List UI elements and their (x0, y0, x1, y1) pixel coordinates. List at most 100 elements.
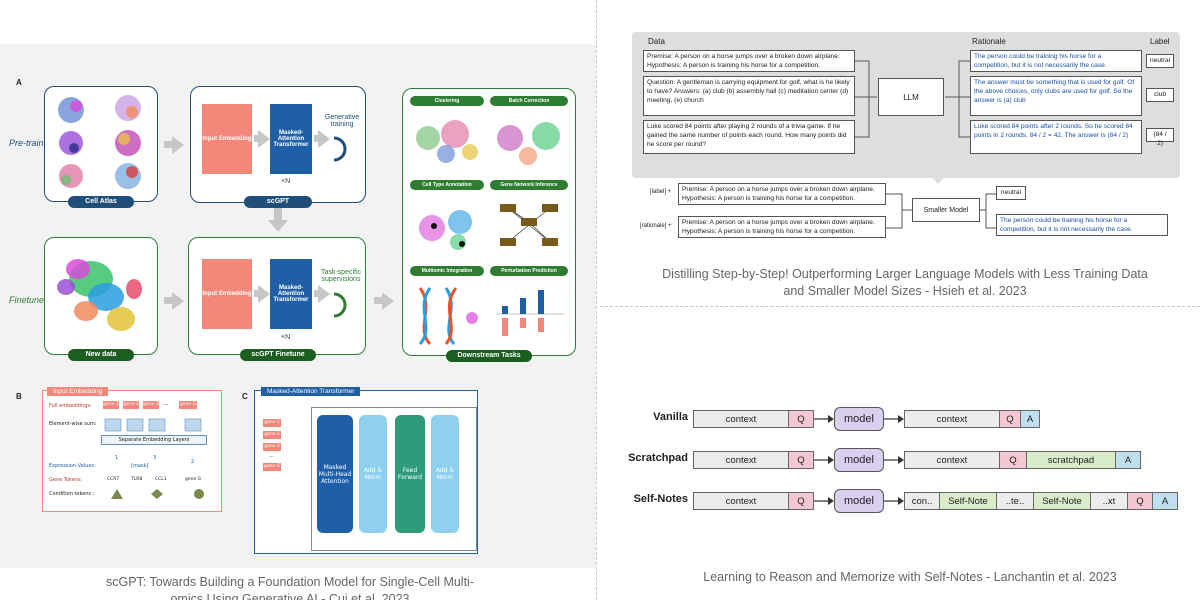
ds-out-label: neutral (996, 186, 1026, 200)
ie-gene-1: gene 1 (103, 401, 119, 409)
multiomic-plot (418, 287, 478, 346)
ie-token-ccr7: CCR7 (107, 477, 120, 482)
ds-student-arrows (886, 193, 996, 229)
ds-rationale-row-3: Luke scored 84 points after 2 rounds. So… (970, 120, 1142, 154)
sn-notes-input-context: context (693, 492, 789, 510)
pretrain-times-n: ×N (281, 178, 291, 185)
finetune-input-embedding: Input Embedding (202, 259, 252, 329)
ds-llm-arrows (855, 60, 971, 138)
arrow-newdata-to-finetune-stem (164, 297, 174, 304)
ie-ellipsis: ... (163, 400, 169, 407)
ie-full-embeddings: Full embeddings: (49, 403, 92, 409)
sn-scratch-out-q: Q (999, 451, 1027, 469)
sn-notes-out-a: A (1152, 492, 1178, 510)
scgpt-finetune-pill: scGPT Finetune (240, 349, 316, 361)
task-multiomic-integration: Multiomic Integration (410, 266, 484, 276)
distilling-caption: Distilling Step-by-Step! Outperforming L… (662, 267, 1148, 298)
ds-rationale-row-2: The answer must be something that is use… (970, 76, 1142, 116)
sn-arrow-icon (814, 456, 834, 464)
ie-expression-values: Expression Values: (49, 463, 96, 469)
transformer-panel-title: Masked-Attention Transformer (261, 387, 361, 396)
task-tile-clustering: Clustering (410, 96, 484, 174)
task-tile-multiomic: Multiomic Integration (410, 266, 484, 350)
arrow-newdata-to-finetune (172, 292, 184, 310)
generative-training-label: Generative training (324, 114, 360, 128)
arrow-down-stem (274, 208, 282, 222)
arrow-to-downstream (382, 292, 394, 310)
ds-data-row-1: Premise: A person on a horse jumps over … (643, 50, 855, 72)
sn-scratch-input-q: Q (788, 451, 814, 469)
arrow-to-downstream-stem (374, 297, 384, 304)
task-tile-perturbation: Perturbation Prediction (490, 266, 568, 350)
ds-out-rationale: The person could be training his horse f… (996, 214, 1168, 236)
finetune-label: Finetune (9, 295, 45, 305)
sn-vanilla-input-q: Q (788, 410, 814, 428)
arrow-ft-mat-to-task (318, 285, 330, 303)
gene-network-plot (500, 204, 558, 246)
new-data-pill: New data (68, 349, 134, 361)
ds-smaller-model: Smaller Model (912, 198, 980, 222)
ie-value-1: 1 (115, 455, 119, 461)
task-batch-correction: Batch Correction (490, 96, 568, 106)
sn-scratch-input-context: context (693, 451, 789, 469)
ie-token-ccl1: CCL1 (155, 477, 167, 482)
ds-data-row-2: Question: A gentleman is carrying equipm… (643, 76, 855, 116)
batch-correction-plot (497, 122, 560, 165)
task-gene-network-inference: Gene Network Inference (490, 180, 568, 190)
perturbation-plot (496, 290, 564, 336)
tf-add-norm-2: Add & Norm (431, 415, 459, 533)
ds-header-data: Data (648, 37, 665, 46)
arrow-ft-ie-to-mat (258, 285, 270, 303)
tf-block-outline (311, 407, 477, 551)
selfnotes-figure: Vanilla context Q model context Q A Scra… (600, 400, 1200, 520)
ds-label-tag: [label] + (650, 189, 672, 195)
arrow-mat-to-gen (318, 130, 330, 148)
arrow-down-icon (268, 220, 288, 232)
pretrain-masked-transformer: Masked-Attention Transformer (270, 104, 312, 174)
panel-letter-b: B (16, 392, 22, 401)
task-arc-icon (333, 292, 347, 318)
ds-label-row-3: (84 / 2) (1146, 128, 1174, 147)
sn-scratch-out-scratchpad: scratchpad (1026, 451, 1116, 469)
sn-vanilla-model: model (834, 407, 884, 431)
sn-arrow-icon (884, 497, 904, 505)
ds-llm-box: LLM (878, 78, 944, 116)
sn-notes-out-q: Q (1127, 492, 1153, 510)
clustering-plot (416, 120, 478, 163)
sn-notes-out-con: con.. (904, 492, 940, 510)
ds-rationale-tag: [rationale] + (640, 223, 672, 229)
ds-student-input-1: Premise: A person on a horse jumps over … (678, 183, 886, 205)
sn-arrow-icon (814, 415, 834, 423)
ie-value-mask: [mask] (131, 463, 149, 469)
sn-scratch-out-a: A (1115, 451, 1141, 469)
task-tile-gene-network: Gene Network Inference (490, 180, 568, 260)
new-data-box (44, 237, 158, 355)
sn-notes-out-selfnote-1: Self-Note (939, 492, 997, 510)
tf-gene-2: gene 2 (263, 431, 281, 439)
sn-notes-input-q: Q (788, 492, 814, 510)
tf-feed-forward: Feed Forward (395, 415, 425, 533)
sn-vanilla-input-context: context (693, 410, 789, 428)
ie-separate-layers: Separate Embedding Layers (101, 435, 207, 445)
arrow-atlas-to-scgpt-stem (164, 141, 174, 148)
ie-gene-tokens-label: Gene Tokens: (49, 477, 83, 483)
sn-scratch-out-context: context (904, 451, 1000, 469)
arrow-ft-mat-to-task-stem (314, 290, 320, 297)
ds-header-label: Label (1150, 37, 1170, 46)
sn-arrow-icon (884, 415, 904, 423)
task-tile-cell-type-annotation: Cell Type Annotation (410, 180, 484, 260)
ds-label-row-2: club (1146, 88, 1174, 102)
finetune-masked-transformer: Masked-Attention Transformer (270, 259, 312, 329)
task-specific-label: Task-specific supervisions (320, 269, 362, 283)
ie-condition-tokens: Condition tokens : (49, 491, 95, 497)
ds-down-arrow-icon (926, 170, 950, 184)
ds-rationale-row-1: The person could be training his horse f… (970, 50, 1142, 72)
generative-arc-icon (333, 136, 347, 162)
sn-scratch-model: model (834, 448, 884, 472)
downstream-tasks-pill: Downstream Tasks (446, 350, 532, 362)
ie-elementwise-sum: Element-wise sum: (49, 421, 97, 427)
vertical-divider (596, 0, 597, 600)
cell-type-annotation-plot (419, 210, 472, 250)
input-embedding-panel: Input Embedding Full embeddings: gene 1 … (42, 387, 222, 512)
arrow-atlas-to-scgpt (172, 136, 184, 154)
